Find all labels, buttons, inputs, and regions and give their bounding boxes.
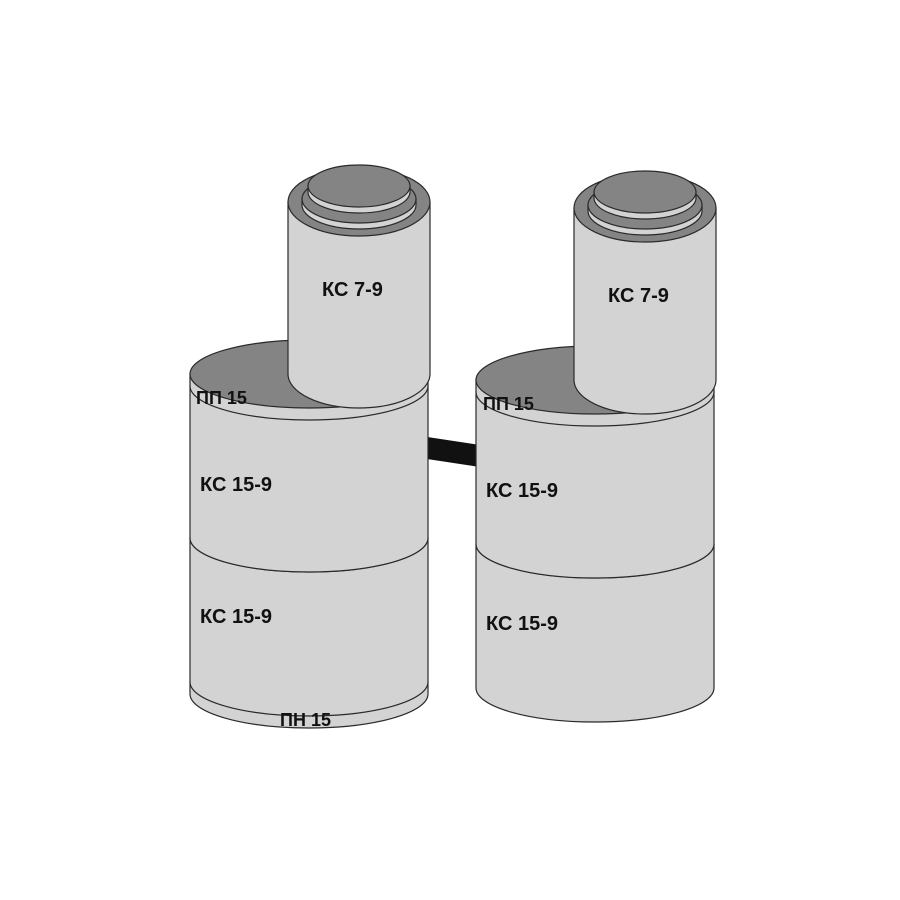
left-upper-ring	[189, 385, 429, 573]
right-neck-label: КС 7-9	[608, 285, 669, 307]
left-upper-ring-label: КС 15-9	[200, 474, 272, 496]
left-base-label: ПН 15	[280, 710, 331, 730]
right-upper-ring	[475, 391, 715, 579]
left-well: КС 7-9 ПП 15 КС 15-9 КС 15-9 ПН 15	[189, 164, 431, 730]
left-neck-label: КС 7-9	[322, 279, 383, 301]
right-lower-ring-label: КС 15-9	[486, 613, 558, 635]
right-hatch	[587, 170, 703, 236]
left-hatch	[301, 164, 417, 230]
left-lower-ring-label: КС 15-9	[200, 606, 272, 628]
right-upper-ring-label: КС 15-9	[486, 480, 558, 502]
right-well: КС 7-9 ПП 15 КС 15-9 КС 15-9	[475, 170, 717, 723]
left-slab-label: ПП 15	[196, 388, 247, 408]
right-slab-label: ПП 15	[483, 394, 534, 414]
